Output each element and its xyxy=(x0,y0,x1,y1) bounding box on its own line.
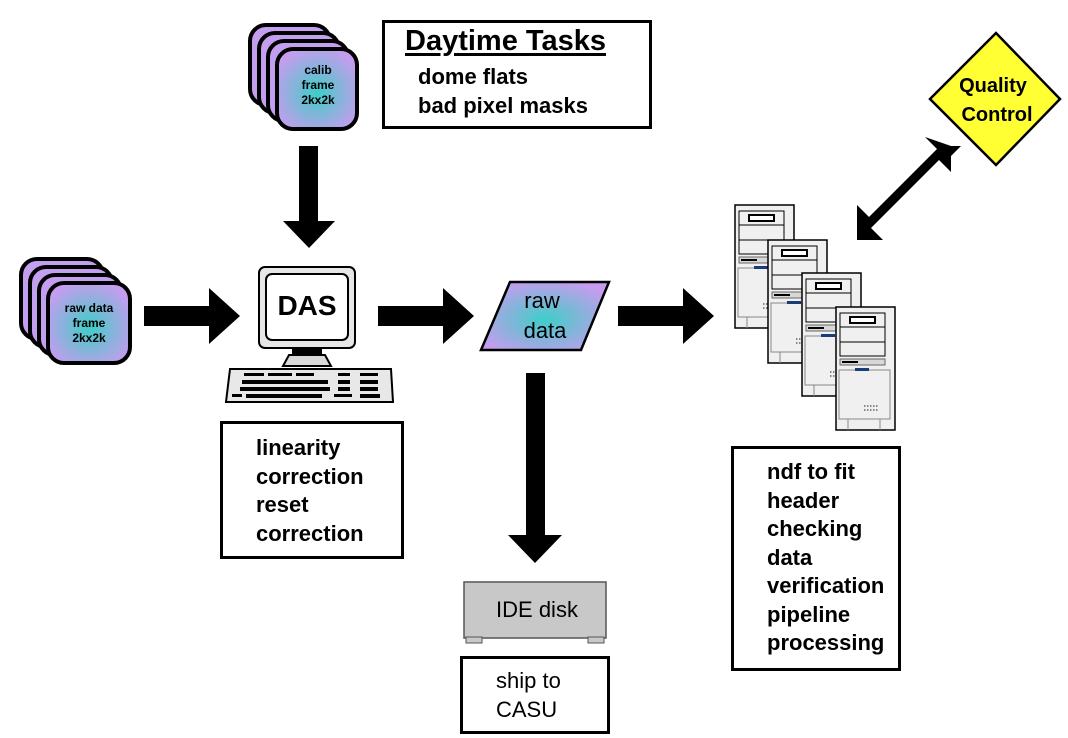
keyboard-keys xyxy=(232,373,380,398)
das-screen-label: DAS xyxy=(277,290,336,321)
das-tasks-box: linearity correction reset correction xyxy=(220,421,404,559)
ship-line: CASU xyxy=(496,696,558,722)
processing-task-line: verification xyxy=(767,573,885,598)
arrow-right-rawdata-to-servers xyxy=(618,288,714,344)
processing-task-line: processing xyxy=(767,630,885,655)
das-task-line: correction xyxy=(256,463,364,489)
double-arrow-servers-qc xyxy=(857,137,961,240)
qc-line: Quality xyxy=(959,75,1028,97)
server-tower-icon xyxy=(734,204,795,329)
calib-frame-line: 2kx2k xyxy=(301,93,335,107)
server-tower-icon xyxy=(835,306,896,431)
arrow-right-das-to-rawdata xyxy=(378,288,474,344)
arrow-down-calib-to-das xyxy=(283,146,335,248)
das-computer-icon: DAS xyxy=(224,266,395,403)
calib-frame-stack: calib frame 2kx2k xyxy=(248,23,359,131)
raw-frame-line: frame xyxy=(73,316,106,330)
raw-frame-line: 2kx2k xyxy=(72,331,106,345)
daytime-task-item: dome flats xyxy=(418,64,529,89)
ship-to-casu-box: ship to CASU xyxy=(460,656,610,734)
processing-servers-icon xyxy=(734,204,896,431)
processing-task-line: header xyxy=(767,487,840,513)
processing-task-line: data xyxy=(767,544,813,570)
ide-disk-label: IDE disk xyxy=(496,597,579,622)
raw-frame-stack: raw data frame 2kx2k xyxy=(19,257,132,365)
raw-data-line: data xyxy=(524,318,568,343)
das-task-line: reset xyxy=(256,492,309,517)
das-task-line: linearity xyxy=(256,435,341,460)
processing-task-line: pipeline xyxy=(767,601,851,627)
raw-frame-line: raw data xyxy=(65,301,114,315)
arrow-down-rawdata-to-disk xyxy=(508,373,562,563)
processing-task-line: ndf to fit xyxy=(767,459,855,484)
daytime-tasks-title: Daytime Tasks xyxy=(405,25,606,57)
raw-data-line: raw xyxy=(524,288,560,313)
calib-frame-line: calib xyxy=(304,63,331,77)
daytime-task-item: bad pixel masks xyxy=(418,92,588,118)
das-task-line: correction xyxy=(256,520,364,546)
calib-frame-line: frame xyxy=(302,78,335,92)
ship-line: ship to xyxy=(496,668,561,693)
qc-line: Control xyxy=(961,104,1032,126)
raw-data-node: raw data xyxy=(479,280,611,352)
ide-disk-icon: IDE disk xyxy=(463,581,607,644)
quality-control-node: Quality Control xyxy=(928,31,1062,167)
processing-task-line: checking xyxy=(767,516,863,541)
processing-tasks-box: ndf to fit header checking data verifica… xyxy=(731,446,901,671)
arrow-right-raw-to-das xyxy=(144,288,240,344)
daytime-tasks-box: Daytime Tasks dome flats bad pixel masks xyxy=(382,20,652,129)
